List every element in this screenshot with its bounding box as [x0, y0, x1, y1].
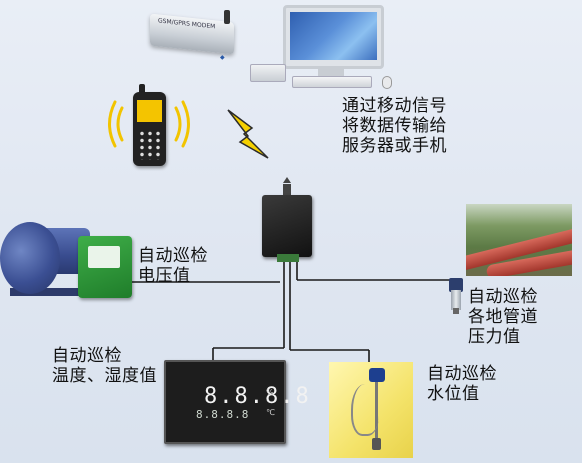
pressure-line-2: 各地管道 — [468, 307, 538, 327]
voltage-module — [78, 236, 132, 298]
water-level-label: 自动巡检 水位值 — [427, 364, 497, 404]
meter-display-primary: 8.8.8.8 — [204, 384, 311, 409]
modem-antenna — [224, 10, 230, 24]
keyboard — [292, 76, 372, 88]
water-level-sensor-panel — [329, 362, 413, 458]
mouse-icon — [382, 76, 392, 89]
transmit-line-3: 服务器或手机 — [342, 136, 447, 156]
voltage-label: 自动巡检 电压值 — [138, 246, 208, 286]
pressure-line-1: 自动巡检 — [468, 287, 538, 307]
phone-antenna — [139, 84, 145, 96]
controller-arrow-icon — [283, 177, 291, 183]
temp-humidity-line-1: 自动巡检 — [52, 346, 122, 366]
controller-connector — [283, 184, 291, 195]
phone-screen — [137, 100, 162, 122]
modem-logo-icon: ◆ — [220, 54, 225, 61]
phone-keypad — [138, 130, 162, 160]
water-sensor-float-icon — [372, 438, 381, 450]
temp-humidity-line-2: 温度、湿度值 — [52, 366, 157, 386]
computer-monitor — [283, 5, 384, 69]
monitor-stand — [318, 68, 344, 76]
controller-unit — [262, 195, 312, 257]
pressure-sensor-head — [449, 278, 463, 292]
pump-base — [10, 288, 90, 296]
meter-unit-icon: % — [266, 388, 274, 397]
lightning-icon — [227, 109, 269, 159]
modem-label: GSM/GPRS MODEM — [158, 17, 216, 31]
transmit-line-2: 将数据传输给 — [342, 116, 447, 136]
meter-display-secondary: 8.8.8.8 — [196, 408, 250, 421]
pressure-line-3: 压力值 — [468, 327, 521, 347]
water-level-line-2: 水位值 — [427, 384, 480, 404]
water-level-line-1: 自动巡检 — [427, 364, 497, 384]
pressure-sensor-tip — [453, 308, 459, 314]
water-pump-icon — [0, 222, 60, 294]
temp-humidity-meter: 8.8.8.8 8.8.8.8 % ℃ — [164, 360, 309, 444]
pressure-sensor-icon — [451, 290, 461, 310]
transmit-label: 通过移动信号 将数据传输给 服务器或手机 — [342, 96, 447, 156]
water-sensor-head — [369, 368, 385, 382]
transmit-line-1: 通过移动信号 — [342, 96, 447, 116]
controller-terminal — [277, 254, 299, 262]
voltage-line-1: 自动巡检 — [138, 246, 208, 266]
voltage-line-2: 电压值 — [138, 266, 191, 286]
monitor-screen — [290, 12, 377, 60]
mobile-phone-icon — [133, 92, 166, 166]
temp-humidity-label: 自动巡检 温度、湿度值 — [52, 346, 157, 386]
water-sensor-cable — [351, 384, 379, 436]
pressure-label: 自动巡检 各地管道 压力值 — [468, 287, 538, 347]
voltage-module-face — [88, 246, 120, 268]
meter-unit-icon-2: ℃ — [266, 408, 275, 417]
signal-waves-icon — [108, 100, 190, 148]
computer-tower — [250, 64, 286, 82]
pipeline-photo — [466, 204, 572, 276]
